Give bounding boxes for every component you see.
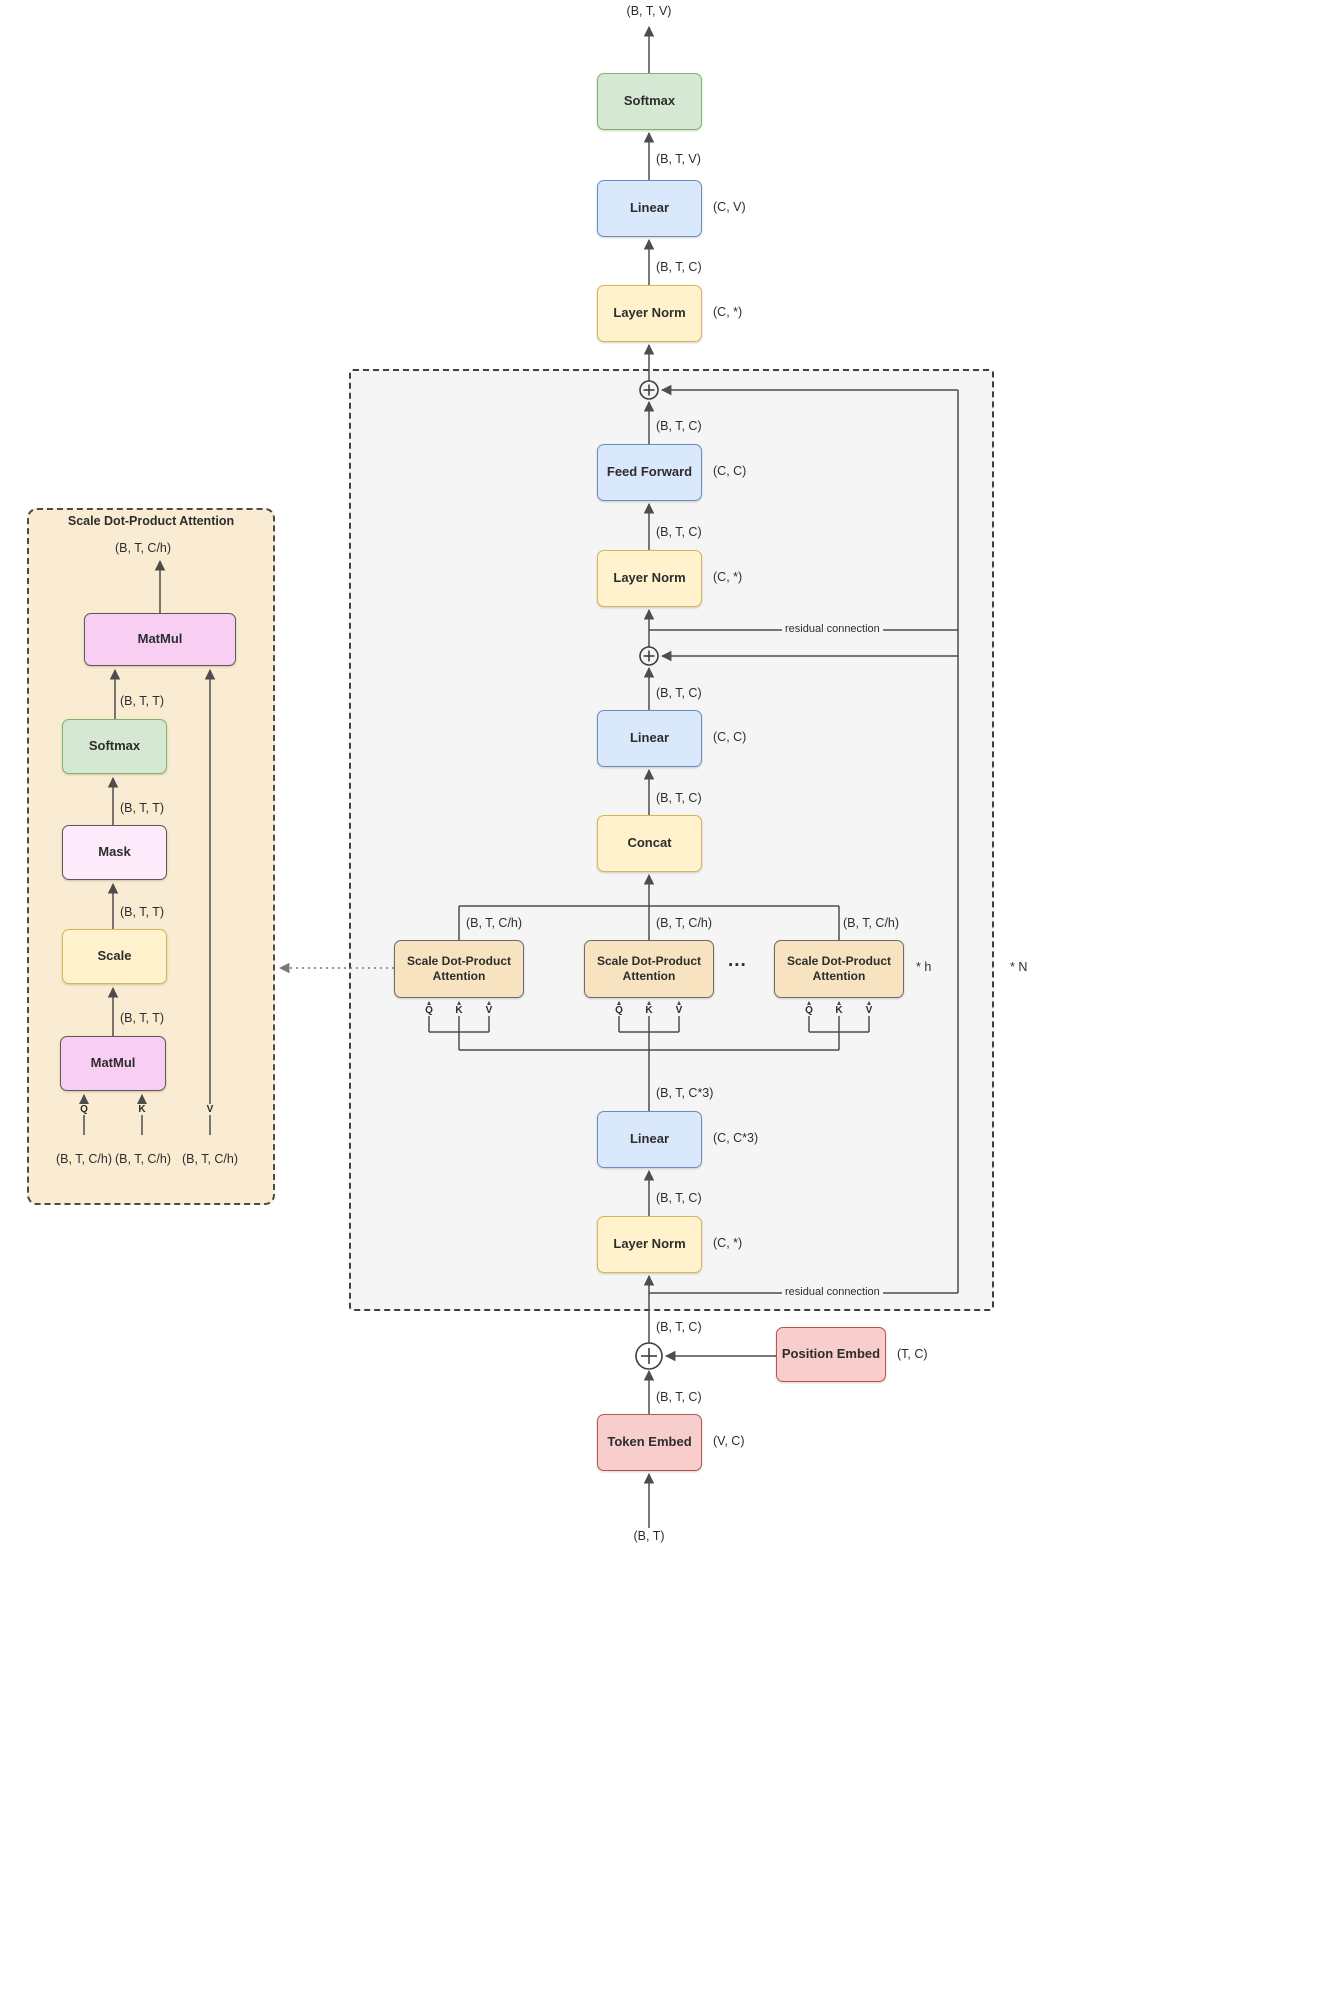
head2-q-label: Q [611,1005,627,1016]
shape-label-input: (B, T) [633,1529,665,1543]
shape-label-btc-concat: (B, T, C) [656,791,702,805]
layer-norm-final-block: Layer Norm [597,285,702,342]
linear-output-block: Linear [597,180,702,237]
detail-mask-label: Mask [98,844,131,860]
shape-label-head3-out: (B, T, C/h) [843,916,900,930]
add-circle-embedding [635,1342,663,1370]
detail-matmul-top-label: MatMul [137,631,183,647]
shape-label-btv: (B, T, V) [656,152,701,166]
detail-btt-4: (B, T, T) [120,1011,164,1025]
attention-head-3-label: Scale Dot-Product Attention [786,954,891,983]
head2-k-label: K [641,1005,657,1016]
detail-btt-2: (B, T, T) [120,801,164,815]
detail-q-shape: (B, T, C/h) [55,1152,113,1166]
layer-norm-final-label: Layer Norm [613,305,686,321]
shape-label-btc3: (B, T, C*3) [656,1086,714,1100]
detail-output-shape: (B, T, C/h) [115,541,172,555]
shape-label-btc-ln1: (B, T, C) [656,1191,702,1205]
detail-scale-label: Scale [97,948,132,964]
linear-proj-block: Linear [597,710,702,767]
times-n-annotation: * N [1010,960,1028,974]
dim-label-pos-embed: (T, C) [897,1347,928,1361]
linear-output-label: Linear [629,200,669,216]
detail-softmax-label: Softmax [88,738,141,754]
feed-forward-block: Feed Forward [597,444,702,501]
layer-norm-2-block: Layer Norm [597,550,702,607]
residual-label-upper: residual connection [782,623,883,635]
detail-v-shape: (B, T, C/h) [181,1152,239,1166]
softmax-output-label: Softmax [623,93,676,109]
detail-matmul-bottom-block: MatMul [60,1036,166,1091]
token-embed-block: Token Embed [597,1414,702,1471]
detail-q-label: Q [76,1104,92,1115]
shape-label-btc-ff-out: (B, T, C) [656,419,702,433]
head1-q-label: Q [421,1005,437,1016]
shape-label-btc-proj: (B, T, C) [656,686,702,700]
dim-label-token-embed: (V, C) [713,1434,745,1448]
layer-norm-2-label: Layer Norm [613,570,686,586]
detail-mask-block: Mask [62,825,167,880]
detail-matmul-bottom-label: MatMul [90,1055,136,1071]
dim-label-linear-qkv: (C, C*3) [713,1131,759,1145]
dim-label-ln2: (C, *) [713,570,743,584]
times-h-annotation: * h [916,960,932,974]
feed-forward-label: Feed Forward [606,464,693,480]
shape-label-head1-out: (B, T, C/h) [466,916,523,930]
detail-softmax-block: Softmax [62,719,167,774]
attention-head-2-block: Scale Dot-Product Attention [584,940,714,998]
head1-k-label: K [451,1005,467,1016]
head2-v-label: V [671,1005,687,1016]
detail-matmul-top-block: MatMul [84,613,236,666]
detail-v-label: V [202,1104,218,1115]
token-embed-label: Token Embed [607,1434,692,1450]
shape-label-head2-out: (B, T, C/h) [656,916,713,930]
head3-q-label: Q [801,1005,817,1016]
residual-label-lower: residual connection [782,1286,883,1298]
shape-label-btc-embed: (B, T, C) [656,1390,702,1404]
concat-label: Concat [627,835,672,851]
position-embed-label: Position Embed [781,1346,881,1362]
detail-k-label: K [134,1104,150,1115]
position-embed-block: Position Embed [776,1327,886,1382]
detail-panel-title: Scale Dot-Product Attention [67,514,235,528]
dim-label-ln1: (C, *) [713,1236,743,1250]
layer-norm-1-block: Layer Norm [597,1216,702,1273]
linear-proj-label: Linear [629,730,669,746]
shape-label-btc-block-in: (B, T, C) [656,1320,702,1334]
head1-v-label: V [481,1005,497,1016]
attention-head-1-block: Scale Dot-Product Attention [394,940,524,998]
dim-label-ln-final: (C, *) [713,305,743,319]
dim-label-ff: (C, C) [713,464,747,478]
heads-ellipsis: ... [728,950,747,971]
linear-qkv-label: Linear [629,1131,669,1147]
layer-norm-1-label: Layer Norm [613,1236,686,1252]
attention-head-3-block: Scale Dot-Product Attention [774,940,904,998]
detail-scale-block: Scale [62,929,167,984]
head3-v-label: V [861,1005,877,1016]
shape-label-btc-top: (B, T, C) [656,260,702,274]
concat-block: Concat [597,815,702,872]
attention-head-1-label: Scale Dot-Product Attention [406,954,511,983]
detail-k-shape: (B, T, C/h) [114,1152,172,1166]
shape-label-final-output: (B, T, V) [626,4,672,18]
shape-label-btc-ln2: (B, T, C) [656,525,702,539]
linear-qkv-block: Linear [597,1111,702,1168]
softmax-output-block: Softmax [597,73,702,130]
detail-btt-3: (B, T, T) [120,905,164,919]
attention-head-2-label: Scale Dot-Product Attention [596,954,701,983]
dim-label-linear-out: (C, V) [713,200,746,214]
head3-k-label: K [831,1005,847,1016]
detail-btt-1: (B, T, T) [120,694,164,708]
dim-label-proj: (C, C) [713,730,747,744]
